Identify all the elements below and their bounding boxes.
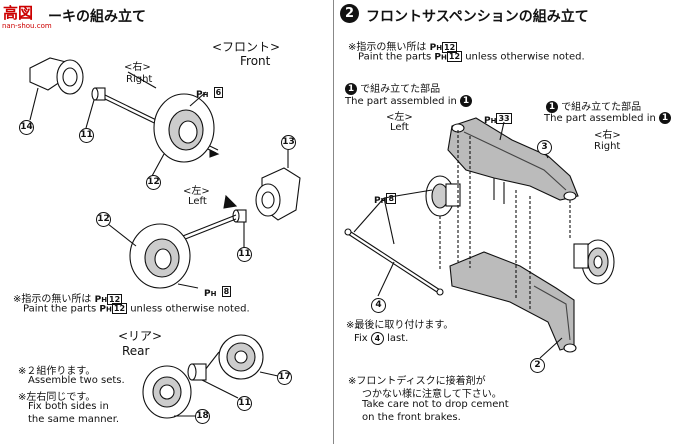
callout-13: 13 [281,135,296,150]
left-label-jp: <左> [183,186,210,197]
callout-11-left: 11 [237,247,252,262]
watermark-logo: 高図 [3,4,34,22]
callout-12-front: 12 [146,175,161,190]
rear-note1-en: Assemble two sets. [28,375,125,386]
brake-caution-jp-line1: ※フロントディスクに接着剤が [348,376,486,387]
watermark-url: nan-shou.com [2,22,52,30]
fix-last-note-en: Fix 4 last. [354,332,409,345]
step-title-suspension: フロントサスペンションの組み立て [366,9,589,25]
right-label-jp: <右> [594,130,621,141]
callout-14: 14 [19,120,34,135]
step-title-brake: ーキの組み立て [48,9,146,25]
right-label-en: Right [594,141,621,152]
paint-code-front: PH 6 [196,87,224,100]
left-panel-brake-assembly: 高図 nan-shou.com ーキの組み立て [0,0,334,444]
left-label-en: Left [188,196,207,207]
rear-note2-en-line1: Fix both sides in [28,401,109,412]
brake-caution-en-line2: on the front brakes. [362,412,461,423]
right-label-en: Right [126,74,153,85]
left-label-jp: <左> [386,112,413,123]
brake-assembly-drawing [29,57,301,419]
brake-caution-en-line1: Take care not to drop cement [362,399,509,410]
callout-17: 17 [277,370,292,385]
assembled-note-left-en: The part assembled in 1 [345,95,473,107]
rear-note1-jp: ※２組作ります。 [18,366,96,377]
assembled-note-right-jp: 1 で組み立てた部品 [546,98,641,113]
right-label-jp: <右> [124,62,151,73]
brake-caution-jp-line2: つかない様に注意して下さい。 [362,389,502,400]
callout-11-rear: 11 [237,396,252,411]
callout-12-left: 12 [96,212,111,227]
step-number-badge: 2 [340,4,359,23]
rear-label-en: Rear [122,344,150,358]
left-label-en: Left [390,122,409,133]
rear-label-jp: <リア> [118,329,163,343]
assembled-note-right-en: The part assembled in 1 [544,112,672,124]
front-label-jp: <フロント> [212,40,281,54]
callout-3: 3 [537,140,552,155]
rear-note2-en-line2: the same manner. [28,414,120,425]
callout-4: 4 [371,298,386,313]
callout-11-front: 11 [79,128,94,143]
callout-2: 2 [530,358,545,373]
fix-last-note-jp: ※最後に取り付けます。 [346,320,454,331]
rear-note2-jp: ※左右同じです。 [18,392,96,403]
callout-18: 18 [195,409,210,424]
paint-code-left: PH 8 [204,286,232,299]
front-label-en: Front [240,54,271,68]
assembled-note-left-jp: 1 で組み立てた部品 [345,80,440,95]
suspension-assembly-drawing [344,117,615,359]
